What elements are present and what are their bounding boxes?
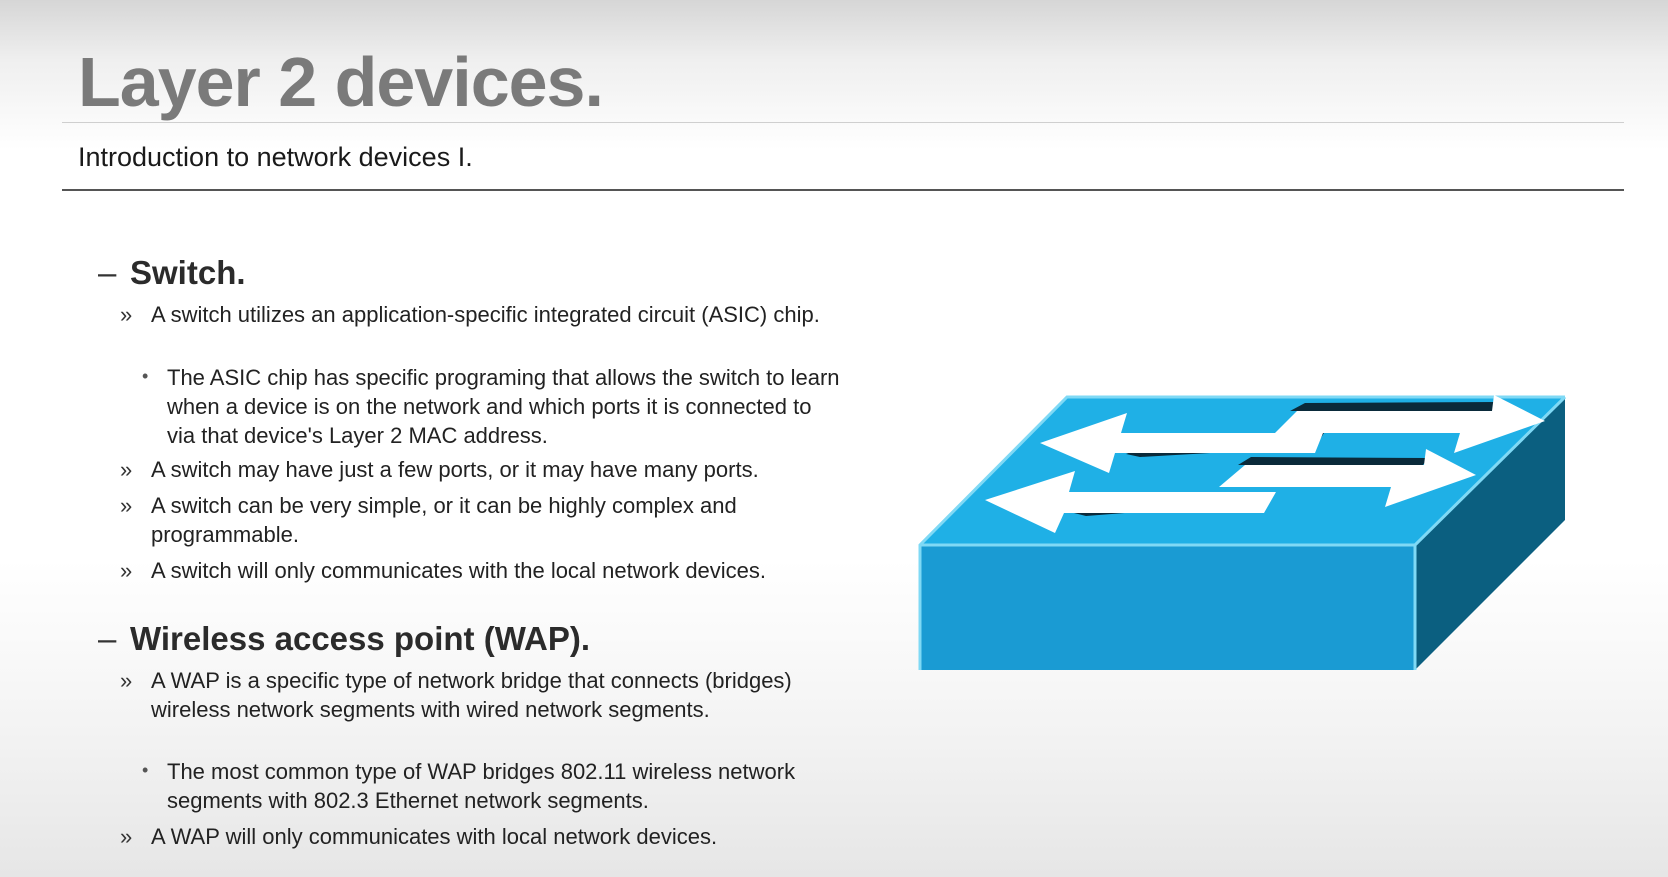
arrow-left-icon: [1040, 413, 1323, 473]
list-item-text: A WAP is a specific type of network brid…: [151, 668, 792, 722]
section-heading-wap: –Wireless access point (WAP).: [98, 619, 590, 659]
list-item-text: The most common type of WAP bridges 802.…: [167, 759, 796, 813]
arrow-right-icon: [1219, 449, 1476, 507]
list-item: » A switch may have just a few ports, or…: [120, 455, 840, 484]
arrow-shadow: [1290, 402, 1496, 411]
bullet-marker: •: [142, 366, 149, 386]
slide-subtitle: Introduction to network devices I.: [78, 142, 473, 172]
list-item-text: A switch can be very simple, or it can b…: [151, 493, 737, 547]
switch-front-face: [920, 545, 1415, 670]
list-item-sub: • The most common type of WAP bridges 80…: [142, 757, 842, 815]
list-item-sub: • The ASIC chip has specific programing …: [142, 363, 842, 450]
subtitle-divider: [62, 189, 1624, 191]
network-switch-icon: [918, 395, 1567, 670]
bullet-marker: »: [120, 558, 133, 583]
bullet-marker: •: [142, 760, 149, 780]
section-dash: –: [98, 620, 117, 657]
arrow-left-icon: [985, 471, 1276, 533]
list-item-text: A switch may have just a few ports, or i…: [151, 457, 759, 482]
arrow-shadow: [1238, 457, 1428, 465]
bullet-marker: »: [120, 493, 133, 518]
switch-edge: [918, 395, 1565, 670]
list-item: » A WAP will only communicates with loca…: [120, 822, 840, 851]
switch-side-face: [1415, 397, 1565, 670]
section-title: Wireless access point (WAP).: [130, 620, 591, 657]
title-divider: [62, 122, 1624, 123]
section-dash: –: [98, 254, 117, 291]
bullet-marker: »: [120, 302, 133, 327]
list-item-text: A switch utilizes an application-specifi…: [151, 302, 820, 327]
list-item-text: A switch will only communicates with the…: [151, 558, 767, 583]
list-item: » A WAP is a specific type of network br…: [120, 666, 840, 724]
bullet-marker: »: [120, 457, 133, 482]
slide-title: Layer 2 devices.: [78, 43, 604, 121]
section-heading-switch: –Switch.: [98, 253, 246, 293]
list-item: » A switch will only communicates with t…: [120, 556, 840, 585]
section-title: Switch.: [130, 254, 246, 291]
list-item-text: The ASIC chip has specific programing th…: [167, 365, 840, 448]
bullet-marker: »: [120, 824, 133, 849]
list-item-text: A WAP will only communicates with local …: [151, 824, 718, 849]
list-item: » A switch utilizes an application-speci…: [120, 300, 840, 329]
list-item: » A switch can be very simple, or it can…: [120, 491, 840, 549]
arrow-right-icon: [1275, 395, 1545, 453]
bullet-marker: »: [120, 668, 133, 693]
